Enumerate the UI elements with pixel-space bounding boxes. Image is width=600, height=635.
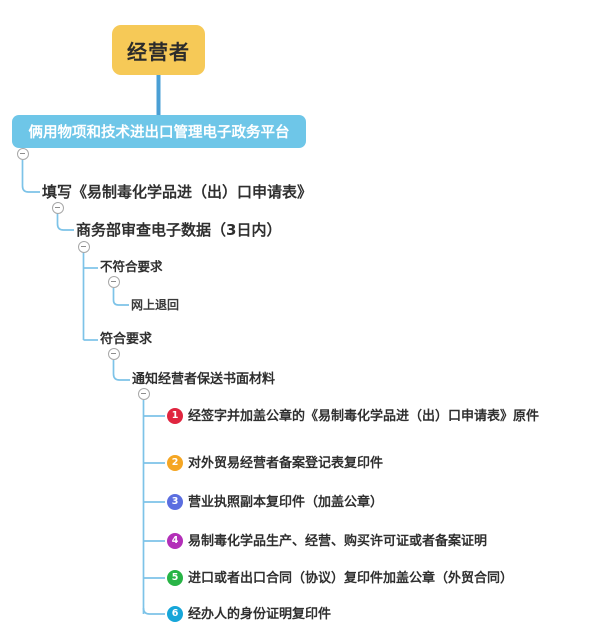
node-review[interactable]: 商务部审查电子数据（3日内） bbox=[76, 221, 282, 239]
node-online-return[interactable]: 网上退回 bbox=[131, 298, 180, 312]
collapse-minus-icon-not-qualified[interactable] bbox=[108, 276, 120, 288]
collapse-minus-icon-qualified[interactable] bbox=[108, 348, 120, 360]
node-platform-bar[interactable]: 俩用物项和技术进出口管理电子政务平台 bbox=[12, 115, 306, 148]
material-item-3[interactable]: 营业执照副本复印件（加盖公章） bbox=[188, 495, 384, 510]
material-badge-6: 6 bbox=[167, 606, 183, 622]
root-node-operator[interactable]: 经营者 bbox=[112, 25, 205, 75]
material-badge-4: 4 bbox=[167, 533, 183, 549]
node-not-qualified[interactable]: 不符合要求 bbox=[100, 259, 163, 274]
material-item-5[interactable]: 进口或者出口合同（协议）复印件加盖公章（外贸合同） bbox=[188, 571, 514, 586]
node-fill-form[interactable]: 填写《易制毒化学品进（出）口申请表》 bbox=[42, 183, 313, 201]
root-node-label: 经营者 bbox=[127, 39, 190, 64]
material-badge-3: 3 bbox=[167, 494, 183, 510]
collapse-minus-icon-review[interactable] bbox=[78, 241, 90, 253]
collapse-minus-icon-platform[interactable] bbox=[17, 148, 29, 160]
collapse-minus-icon-fill-form[interactable] bbox=[52, 202, 64, 214]
material-badge-5: 5 bbox=[167, 570, 183, 586]
material-badge-1: 1 bbox=[167, 408, 183, 424]
material-item-2[interactable]: 对外贸易经营者备案登记表复印件 bbox=[188, 456, 384, 471]
node-qualified[interactable]: 符合要求 bbox=[100, 332, 153, 347]
material-badge-2: 2 bbox=[167, 455, 183, 471]
node-notify-operator[interactable]: 通知经营者保送书面材料 bbox=[132, 372, 276, 387]
node-platform-bar-label: 俩用物项和技术进出口管理电子政务平台 bbox=[28, 125, 290, 141]
material-item-4[interactable]: 易制毒化学品生产、经营、购买许可证或者备案证明 bbox=[188, 534, 488, 549]
material-item-6[interactable]: 经办人的身份证明复印件 bbox=[188, 607, 332, 622]
material-item-1[interactable]: 经签字并加盖公章的《易制毒化学品进（出）口申请表》原件 bbox=[188, 409, 540, 424]
collapse-minus-icon-notify[interactable] bbox=[138, 388, 150, 400]
